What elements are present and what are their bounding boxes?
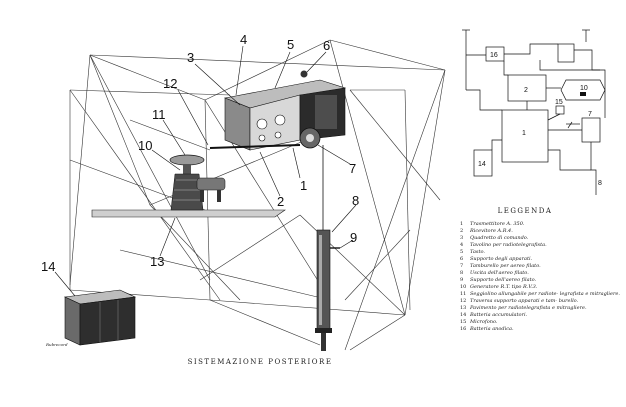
callout-11: 11 (152, 107, 166, 122)
callout-leaders (54, 45, 357, 297)
callout-12: 12 (163, 76, 177, 91)
operator-floor (91, 209, 286, 218)
callout-10: 10 (138, 138, 152, 153)
schem-label-1: 1 (522, 130, 526, 137)
callout-numbers: 1 2 3 4 5 6 7 8 9 10 11 12 13 14 (41, 32, 359, 274)
callout-8: 8 (352, 193, 359, 208)
artist-signature: Rubrecord (46, 342, 68, 347)
callout-9: 9 (350, 230, 357, 245)
box-small-top (557, 43, 575, 63)
callout-3: 3 (187, 50, 194, 65)
callout-1: 1 (300, 178, 307, 193)
callout-7: 7 (349, 161, 356, 176)
radio-rack (209, 70, 347, 151)
box-1 (501, 109, 549, 163)
callout-6: 6 (323, 38, 330, 53)
schem-label-8: 8 (598, 180, 602, 187)
operator-seat (169, 154, 205, 211)
callout-4: 4 (240, 32, 247, 47)
figure-caption: SISTEMAZIONE POSTERIORE (187, 358, 333, 366)
callout-5: 5 (287, 37, 294, 52)
callout-2: 2 (277, 194, 284, 209)
box-10-detail (580, 92, 586, 96)
callout-13: 13 (150, 254, 164, 269)
schem-label-16: 16 (490, 52, 498, 59)
generator (196, 177, 226, 202)
schem-label-10: 10 (580, 85, 588, 92)
schem-label-7: 7 (588, 111, 592, 118)
box-14 (473, 149, 493, 177)
schem-label-14: 14 (478, 161, 486, 168)
antenna-support (315, 145, 340, 351)
box-15 (555, 105, 565, 115)
accumulator-battery (63, 289, 137, 346)
schem-label-2: 2 (524, 87, 528, 94)
box-7 (581, 117, 601, 143)
callout-14: 14 (41, 259, 55, 274)
schem-label-15: 15 (555, 99, 563, 106)
box-10 (560, 79, 606, 101)
legend-title: LEGGENDA (497, 207, 553, 215)
schematic-numbers: 16 2 10 15 1 7 14 8 (478, 52, 602, 187)
